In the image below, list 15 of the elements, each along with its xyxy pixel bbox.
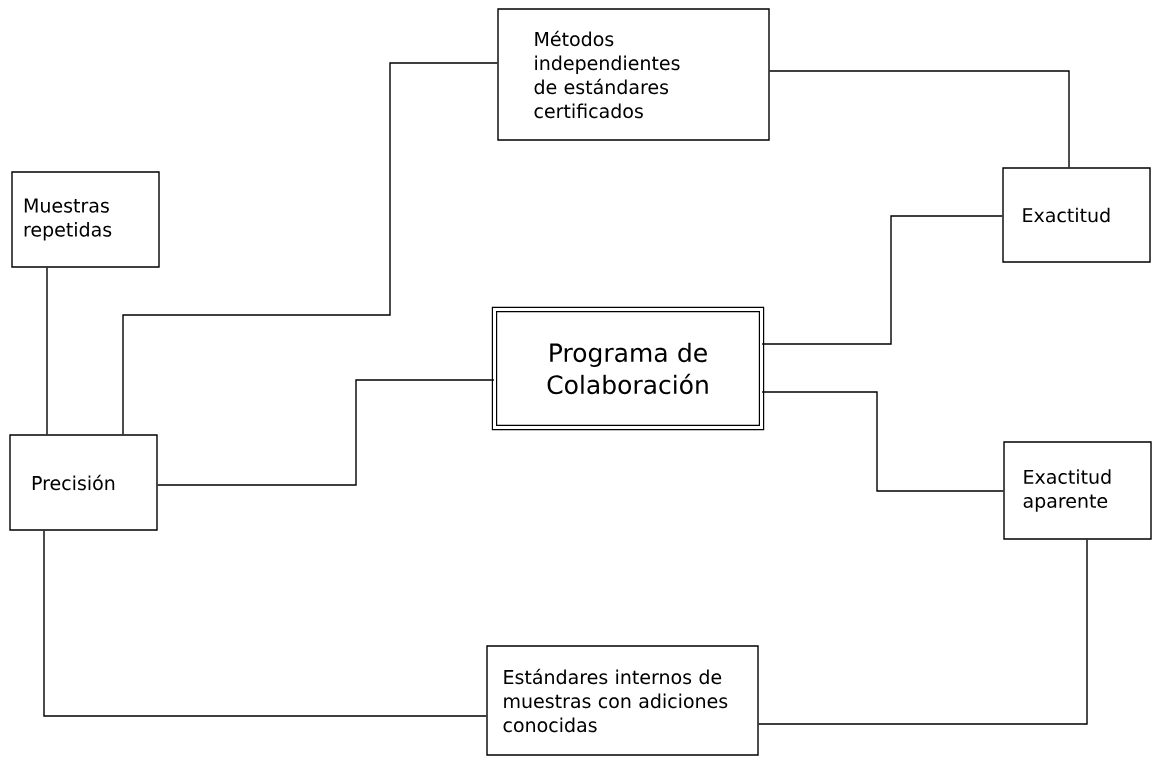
connector-line xyxy=(758,539,1088,725)
text-box: Precisión xyxy=(9,434,158,531)
connector-line xyxy=(122,62,498,435)
text-box: Estándares internos de muestras con adiciones conocidas xyxy=(486,645,759,756)
connector-line xyxy=(157,379,495,486)
connector-line xyxy=(769,70,1070,168)
text-box: Exactitud xyxy=(1002,167,1151,263)
connector-line xyxy=(46,267,48,435)
connector-line xyxy=(43,530,487,717)
text-box: Exactitud aparente xyxy=(1003,441,1152,540)
text-box: Métodos independientes de estándares certificados xyxy=(497,8,770,141)
connector-line xyxy=(761,215,1003,345)
program-box: Programa de Colaboración xyxy=(491,306,765,431)
text-box: Muestras repetidas xyxy=(11,171,160,268)
connector-line xyxy=(761,391,1004,492)
